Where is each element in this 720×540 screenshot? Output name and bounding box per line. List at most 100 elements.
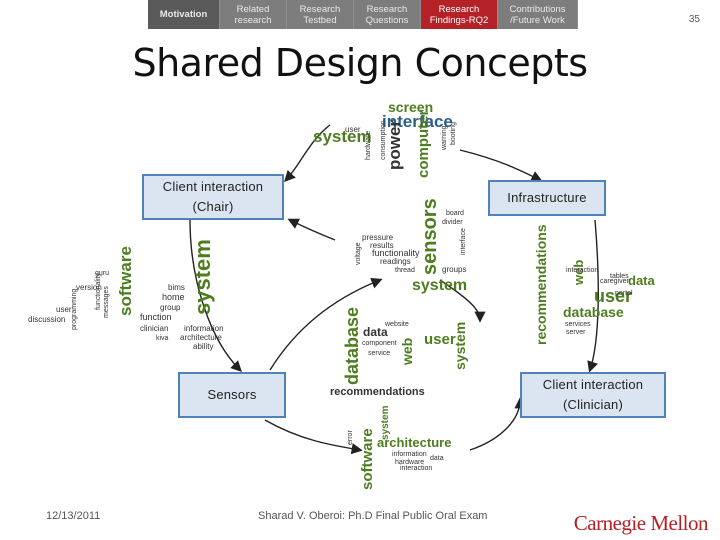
word-cloud-lower-center: database data user web system website co… bbox=[330, 307, 468, 398]
word-information: information bbox=[392, 451, 427, 458]
word-database: database bbox=[563, 304, 624, 320]
word-software: software bbox=[359, 428, 376, 490]
nav-tab-motivation[interactable]: Motivation bbox=[148, 0, 220, 29]
word-user: user bbox=[345, 125, 361, 134]
word-guru: guru bbox=[95, 270, 109, 277]
box-client-interaction-chair: Client interaction (Chair) bbox=[142, 174, 284, 220]
word-results: results bbox=[370, 241, 394, 250]
word-readings: readings bbox=[380, 257, 411, 266]
word-programming: programming bbox=[71, 289, 78, 330]
word-web: web bbox=[571, 260, 586, 286]
word-system: system bbox=[452, 322, 468, 370]
arrow-infra-to-clinician bbox=[587, 219, 599, 373]
word-hardware: hardware bbox=[365, 131, 372, 160]
word-interaction: interaction bbox=[400, 465, 432, 472]
slide-number: 35 bbox=[688, 14, 700, 25]
word-user: user bbox=[56, 305, 72, 314]
word-cloud-top: screen interface system power computer u… bbox=[313, 99, 457, 178]
box-chair-line1: Client interaction bbox=[162, 179, 264, 194]
word-messages: messages bbox=[103, 286, 110, 318]
word-tables: tables bbox=[610, 273, 629, 280]
word-user: user bbox=[594, 286, 632, 306]
word-interface: interface bbox=[382, 112, 453, 131]
word-sensors: sensors bbox=[419, 198, 441, 275]
word-warning: warning bbox=[441, 125, 448, 151]
arrow-chair-to-sensors bbox=[189, 219, 242, 372]
word-information: information bbox=[184, 324, 224, 333]
word-divider: divider bbox=[442, 219, 463, 226]
arrow-lower-to-clinician bbox=[469, 397, 526, 451]
word-data: data bbox=[628, 273, 656, 288]
box-infrastructure-label: Infrastructure bbox=[507, 190, 587, 205]
box-clinician-line2: (Clinician) bbox=[563, 397, 623, 412]
word-data: data bbox=[363, 325, 388, 339]
word-cloud-right: recommendations data user database web i… bbox=[533, 224, 656, 345]
footer-date: 12/13/2011 bbox=[46, 510, 101, 522]
word-functionality: functionality bbox=[95, 273, 102, 310]
word-service: service bbox=[368, 350, 390, 357]
word-user: user bbox=[424, 331, 456, 348]
carnegie-mellon-logo: Carnegie Mellon bbox=[573, 511, 709, 535]
word-database: database bbox=[342, 307, 362, 385]
word-website: website bbox=[384, 321, 409, 328]
box-clinician-line1: Client interaction bbox=[542, 377, 644, 392]
word-group: group bbox=[160, 303, 181, 312]
word-thread: thread bbox=[395, 267, 415, 274]
word-voltage: voltage bbox=[355, 242, 362, 265]
word-home: home bbox=[162, 292, 185, 302]
word-system: system bbox=[313, 127, 372, 146]
word-portal: portal bbox=[615, 290, 633, 297]
section-nav-bar: Motivation Related research Research Tes… bbox=[148, 0, 578, 29]
word-system: system bbox=[380, 405, 391, 440]
word-bims: bims bbox=[168, 283, 185, 292]
word-interface: interface bbox=[460, 228, 467, 255]
word-cloud-bottom: software architecture system hardware in… bbox=[347, 405, 451, 490]
word-data: data bbox=[430, 455, 444, 462]
word-cloud-center: sensors system results pressure function… bbox=[355, 198, 467, 294]
nav-tab-related-research[interactable]: Related research bbox=[220, 0, 287, 29]
word-cloud-left: system software home group function clin… bbox=[28, 239, 224, 351]
word-pressure: pressure bbox=[362, 233, 394, 242]
word-system: system bbox=[412, 277, 467, 294]
word-services: services bbox=[565, 321, 591, 328]
word-architecture: architecture bbox=[377, 435, 451, 450]
word-component: component bbox=[362, 340, 397, 347]
word-recommendations: recommendations bbox=[533, 224, 549, 345]
word-clinician: clinician bbox=[140, 324, 168, 333]
word-board: board bbox=[446, 210, 464, 217]
footer-presenter: Sharad V. Oberoi: Ph.D Final Public Oral… bbox=[258, 510, 488, 522]
word-discussion: discussion bbox=[28, 315, 65, 324]
box-sensors-label: Sensors bbox=[207, 387, 257, 402]
word-ability: ability bbox=[193, 342, 213, 351]
word-functionality: functionality bbox=[372, 248, 420, 258]
nav-tab-research-questions[interactable]: Research Questions bbox=[354, 0, 421, 29]
box-client-interaction-clinician: Client interaction (Clinician) bbox=[520, 372, 666, 418]
nav-tab-research-testbed[interactable]: Research Testbed bbox=[287, 0, 354, 29]
nav-tab-contributions-future-work[interactable]: Contributions /Future Work bbox=[498, 0, 578, 29]
word-interaction: interaction bbox=[566, 267, 598, 274]
arrow-center-to-lower bbox=[439, 279, 486, 323]
word-error: error bbox=[347, 430, 354, 445]
word-booting: booting bbox=[450, 122, 457, 145]
arrow-top-to-infrastructure bbox=[459, 149, 543, 182]
arrow-top-to-chair bbox=[284, 124, 331, 183]
word-power: power bbox=[385, 120, 404, 170]
word-screen: screen bbox=[388, 99, 433, 115]
word-software: software bbox=[116, 246, 135, 316]
word-caregiver: caregiver bbox=[600, 278, 629, 285]
box-infrastructure: Infrastructure bbox=[488, 180, 606, 216]
word-architecture: architecture bbox=[180, 333, 222, 342]
nav-tab-research-findings-rq2[interactable]: Research Findings-RQ2 bbox=[421, 0, 498, 29]
word-version: version bbox=[76, 283, 102, 292]
arrow-sensors-to-bottom bbox=[264, 419, 363, 455]
word-system: system bbox=[190, 239, 215, 315]
arrow-center-to-chair bbox=[287, 218, 336, 241]
word-consumption: consumption bbox=[380, 120, 387, 160]
word-recommendations: recommendations bbox=[330, 386, 425, 398]
word-server: server bbox=[566, 329, 586, 336]
word-kiva: kiva bbox=[156, 335, 169, 342]
box-chair-line2: (Chair) bbox=[192, 199, 234, 214]
word-web: web bbox=[399, 338, 415, 366]
word-computer: computer bbox=[415, 109, 432, 178]
